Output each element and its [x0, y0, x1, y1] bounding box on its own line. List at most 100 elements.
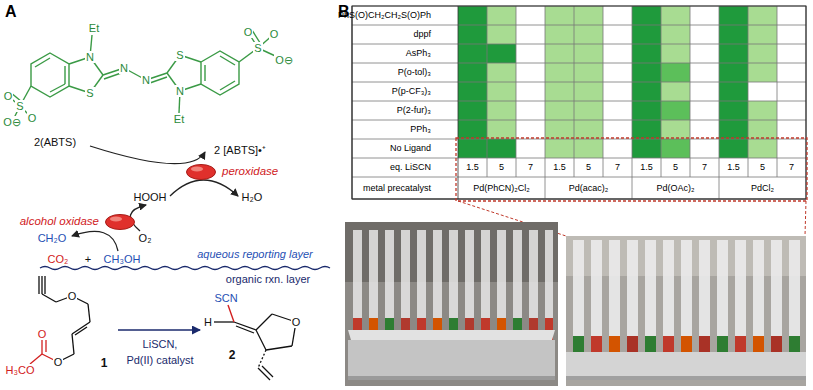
table-cell: PhS(O)CH₂CH₂S(O)Ph — [337, 10, 432, 20]
enzyme-name: peroxidase — [222, 165, 278, 178]
result-cell — [777, 6, 806, 25]
result-cell — [632, 44, 661, 63]
table-cell: 1.5 — [465, 162, 480, 172]
result-cell — [458, 63, 487, 82]
table-cell: 5 — [585, 162, 592, 172]
layer-label: LiSCN, — [142, 338, 179, 351]
chemical-label: SCN — [213, 292, 238, 305]
table-cell: 7 — [614, 162, 621, 172]
atom-label: O⊖ — [2, 116, 22, 129]
result-cell — [719, 63, 748, 82]
result-cell — [574, 25, 603, 44]
grid-line — [352, 101, 806, 102]
table-cell: dppf — [412, 29, 432, 39]
result-cell — [690, 120, 719, 139]
chemical-label: O — [53, 356, 64, 369]
result-cell — [516, 63, 545, 82]
atom-label: O — [243, 26, 254, 39]
atom-label: S — [253, 42, 262, 55]
chemical-label: O₂ — [138, 232, 153, 245]
result-cell — [690, 101, 719, 120]
chemical-label: + — [84, 253, 92, 266]
result-cell — [603, 139, 632, 158]
result-cell — [487, 6, 516, 25]
result-cell — [516, 25, 545, 44]
grid-line — [661, 6, 662, 177]
result-cell — [458, 25, 487, 44]
compound-number: 1 — [100, 357, 109, 371]
result-cell — [603, 6, 632, 25]
result-cell — [632, 82, 661, 101]
result-cell — [661, 63, 690, 82]
table-cell: 1.5 — [552, 162, 567, 172]
result-cell — [690, 139, 719, 158]
enzyme-ellipse — [187, 165, 216, 180]
result-cell — [545, 6, 574, 25]
table-cell: P(o-tol)₃ — [397, 67, 432, 77]
grid-line — [719, 6, 720, 199]
grid-line — [352, 120, 806, 121]
result-cell — [661, 101, 690, 120]
result-cell — [777, 44, 806, 63]
table-cell: P(2-fur)₃ — [396, 105, 432, 115]
enzyme-ellipse — [186, 164, 216, 180]
chemical-label: 2(ABTS) — [33, 136, 77, 149]
result-cell — [777, 139, 806, 158]
table-cell: Pd(OAc)₂ — [656, 183, 696, 193]
atom-label: Et — [173, 113, 185, 126]
atom-label: O — [27, 112, 38, 125]
grid-line — [574, 6, 575, 177]
result-cell — [777, 63, 806, 82]
enzyme-ellipse — [106, 215, 135, 230]
grid-line — [352, 82, 806, 83]
atom-label: N — [175, 85, 185, 98]
result-cell — [748, 44, 777, 63]
result-cell — [690, 44, 719, 63]
table-cell: Pd(acac)₂ — [568, 183, 610, 193]
result-cell — [690, 82, 719, 101]
enzyme-highlight — [110, 217, 122, 222]
chemical-label: HOOH — [133, 191, 168, 204]
grid-line — [777, 6, 778, 177]
table-cell: PPh₃ — [409, 124, 432, 134]
enzyme-name: alcohol oxidase — [20, 215, 99, 228]
result-cell — [487, 82, 516, 101]
enzyme-node: alcohol oxidase — [20, 214, 135, 230]
result-cell — [487, 120, 516, 139]
chemical-label: H₃CO — [5, 364, 36, 377]
result-cell — [748, 101, 777, 120]
table-cell: Pd(PhCN)₂Cl₂ — [472, 183, 531, 193]
result-cell — [603, 63, 632, 82]
result-cell — [545, 63, 574, 82]
result-cell — [748, 63, 777, 82]
chemical-label: O — [291, 316, 302, 329]
result-cell — [487, 101, 516, 120]
result-cell — [719, 120, 748, 139]
result-cell — [487, 63, 516, 82]
atom-label: O — [3, 90, 14, 103]
table-cell: No Ligand — [389, 143, 432, 153]
result-cell — [748, 25, 777, 44]
grid-line — [352, 63, 806, 64]
atom-label: S — [15, 100, 24, 113]
result-cell — [574, 44, 603, 63]
chemical-label: CH₃OH — [103, 253, 142, 266]
table-cell: 7 — [527, 162, 534, 172]
result-cell — [632, 101, 661, 120]
result-cell — [603, 44, 632, 63]
enzyme-ellipse — [105, 214, 135, 230]
grid-line — [545, 6, 546, 199]
table-cell: 5 — [672, 162, 679, 172]
enzyme-highlight — [191, 167, 203, 172]
result-cell — [516, 44, 545, 63]
result-cell — [574, 120, 603, 139]
result-cell — [748, 120, 777, 139]
result-cell — [545, 44, 574, 63]
result-cell — [487, 44, 516, 63]
compound-number: 2 — [228, 349, 237, 363]
result-cell — [748, 139, 777, 158]
result-cell — [487, 139, 516, 158]
result-cell — [603, 101, 632, 120]
result-cell — [632, 25, 661, 44]
